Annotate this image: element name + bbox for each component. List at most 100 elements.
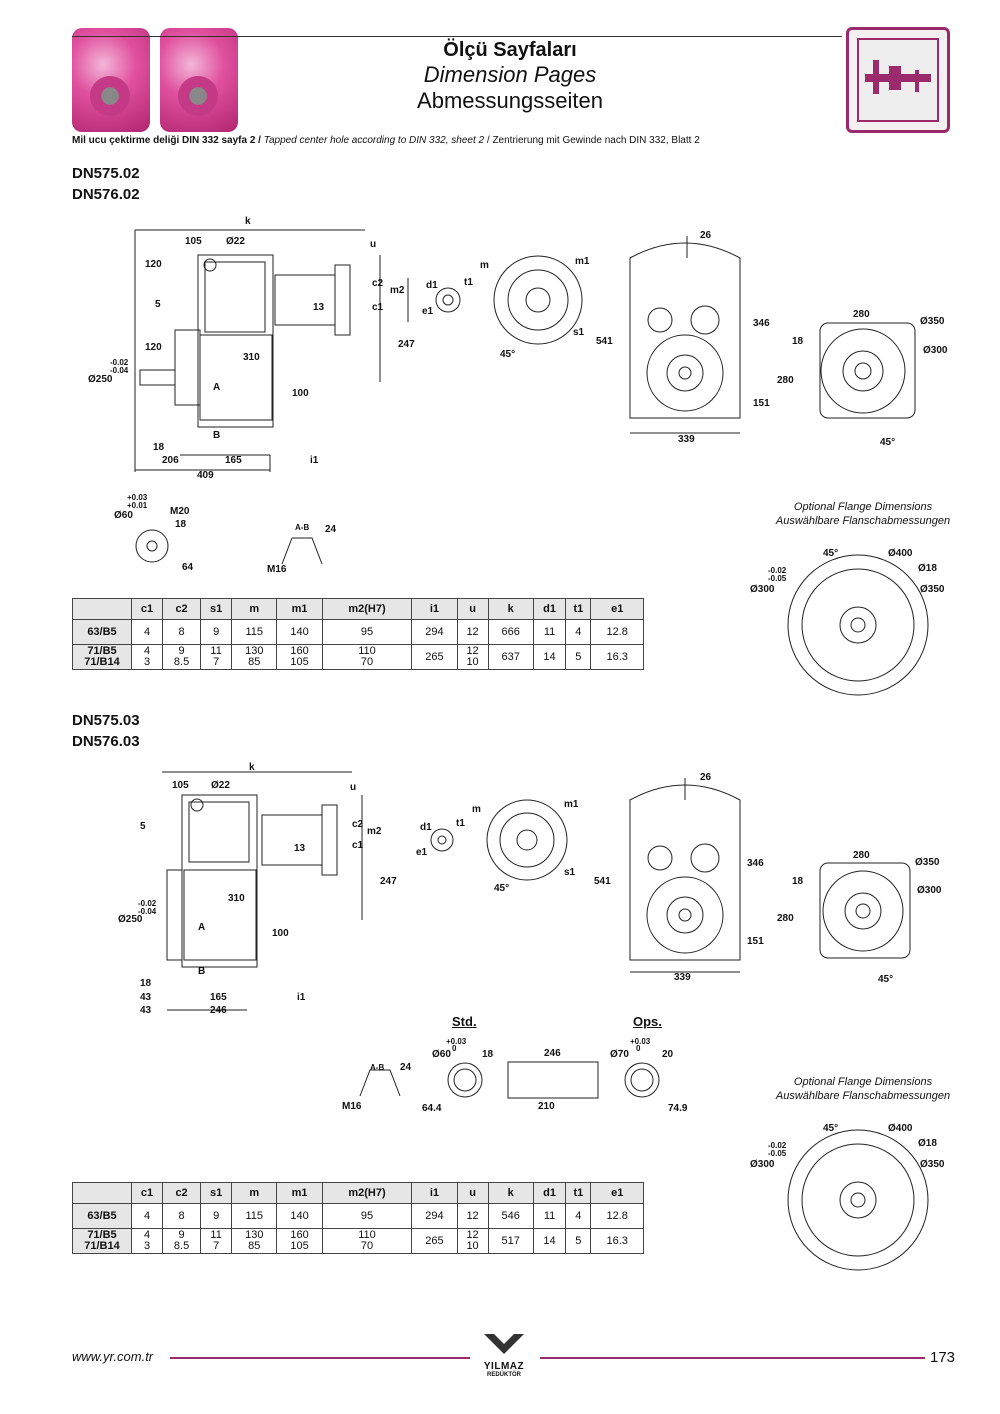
caliper-icon [846, 27, 950, 133]
model-name: DN576.03 [72, 733, 140, 750]
dim-label: 24 [400, 1062, 412, 1073]
footer-rule-right [540, 1357, 925, 1359]
cell-value: 85 [248, 1240, 261, 1252]
dim-label: -0.02 [110, 358, 129, 367]
model-heading-1: DN575.02 DN576.02 [72, 163, 140, 205]
table-cell: 12 [456, 1203, 489, 1229]
cell-value: 7 [213, 656, 220, 668]
cell-value: 70 [360, 656, 374, 668]
dim-label: 18 [792, 336, 804, 347]
optional-label: Ops. [633, 1014, 662, 1029]
dim-label: c1 [352, 840, 364, 851]
dim-label: 541 [596, 336, 613, 347]
column-header: c1 [131, 598, 163, 620]
row-label-b: 71/B14 [84, 656, 120, 668]
dim-label: t1 [464, 277, 473, 288]
row-label-a: 71/B5 [87, 645, 117, 657]
dim-label: +0.03 [127, 493, 148, 502]
header-rule [72, 36, 842, 37]
table-cell: 16.3 [590, 644, 644, 670]
dim-label: M16 [267, 564, 287, 575]
table-cell: 12 [456, 619, 489, 645]
table-cell: 14 [532, 644, 567, 670]
dim-label: -0.02 [768, 1141, 787, 1150]
dim-label: A [198, 922, 205, 933]
column-header [72, 598, 132, 620]
table-cell: 5 [565, 1228, 592, 1254]
cell-value: 110 [358, 1229, 376, 1241]
table-cell: 11 [532, 619, 567, 645]
title-turkish: Ölçü Sayfaları [443, 39, 577, 61]
cell-value: 85 [248, 656, 261, 668]
table-cell: 9 [200, 619, 233, 645]
dim-label: 339 [674, 972, 691, 983]
cell-value: 11 [210, 645, 222, 657]
dim-label: 64 [182, 562, 194, 573]
column-header: m2(H7) [321, 1182, 413, 1204]
dim-label: 247 [398, 339, 415, 350]
dim-label: 541 [594, 876, 611, 887]
column-header: e1 [590, 1182, 644, 1204]
dim-label: 74.9 [668, 1103, 688, 1114]
dim-label: Ø18 [918, 563, 937, 574]
optional-flange-title-1: Optional Flange Dimensions Auswählbare F… [748, 500, 978, 528]
dim-label: m1 [564, 799, 579, 810]
table-cell: 666 [487, 619, 534, 645]
footer-url-link[interactable]: www.yr.com.tr [72, 1349, 154, 1364]
dim-label: M16 [342, 1101, 362, 1112]
column-header: c2 [161, 598, 202, 620]
dim-label: 45° [880, 437, 895, 448]
dim-label: Ø18 [918, 1138, 937, 1149]
table-header-row: c1 c2 s1 m m1 m2(H7) i1 u k d1 t1 e1 [72, 598, 644, 620]
table-cell: 11 [532, 1203, 567, 1229]
table-cell: 140 [276, 619, 323, 645]
table-cell: 294 [411, 619, 458, 645]
note-turkish: Mil ucu çektirme deliği DIN 332 sayfa 2 … [72, 135, 261, 146]
cell-value: 3 [143, 656, 151, 668]
dimension-table-1: c1 c2 s1 m m1 m2(H7) i1 u k d1 t1 e1 63/… [72, 598, 644, 670]
dim-label: m [480, 260, 489, 271]
footer-rule-left [170, 1357, 470, 1359]
table-cell: 265 [411, 1228, 458, 1254]
dim-label: m [472, 804, 481, 815]
table-cell: 4 [131, 1203, 163, 1229]
dim-label: 18 [153, 442, 165, 453]
table-cell: 8 [161, 619, 202, 645]
column-header: m [231, 1182, 278, 1204]
dim-label: 105 [172, 780, 189, 791]
dim-label: 247 [380, 876, 397, 887]
logo-mark-icon [484, 1334, 524, 1354]
dim-label: 18 [482, 1049, 494, 1060]
dim-label: B [213, 430, 220, 441]
cell-value: 130 [245, 1229, 264, 1241]
column-header: t1 [565, 598, 592, 620]
dim-label: A [213, 382, 220, 393]
dim-label: d1 [420, 822, 432, 833]
dim-label: 409 [197, 470, 214, 481]
dim-label: 339 [678, 434, 695, 445]
product-image-2 [160, 28, 238, 132]
column-header: d1 [532, 1182, 567, 1204]
dim-label: A-B [370, 1063, 384, 1072]
cell-value: 4 [143, 1229, 151, 1241]
dim-label: 165 [210, 992, 227, 1003]
dim-label: k [245, 216, 251, 227]
dim-label: Ø350 [920, 584, 945, 595]
dim-label: e1 [416, 847, 428, 858]
cell-value: 7 [213, 1240, 220, 1252]
dim-label: 45° [494, 883, 509, 894]
dim-label: c2 [372, 278, 384, 289]
dim-label: 310 [243, 352, 260, 363]
dim-label: Ø300 [750, 584, 775, 595]
flange-title-en: Optional Flange Dimensions [793, 1076, 933, 1088]
dim-label: 20 [662, 1049, 674, 1060]
row-label-b: 71/B14 [84, 1240, 120, 1252]
dim-label: Ø60 [432, 1049, 451, 1060]
standard-label: Std. [452, 1014, 477, 1029]
dim-label: 64.4 [422, 1103, 442, 1114]
cell-value: 12 [466, 645, 479, 657]
dim-label: 120 [145, 342, 162, 353]
